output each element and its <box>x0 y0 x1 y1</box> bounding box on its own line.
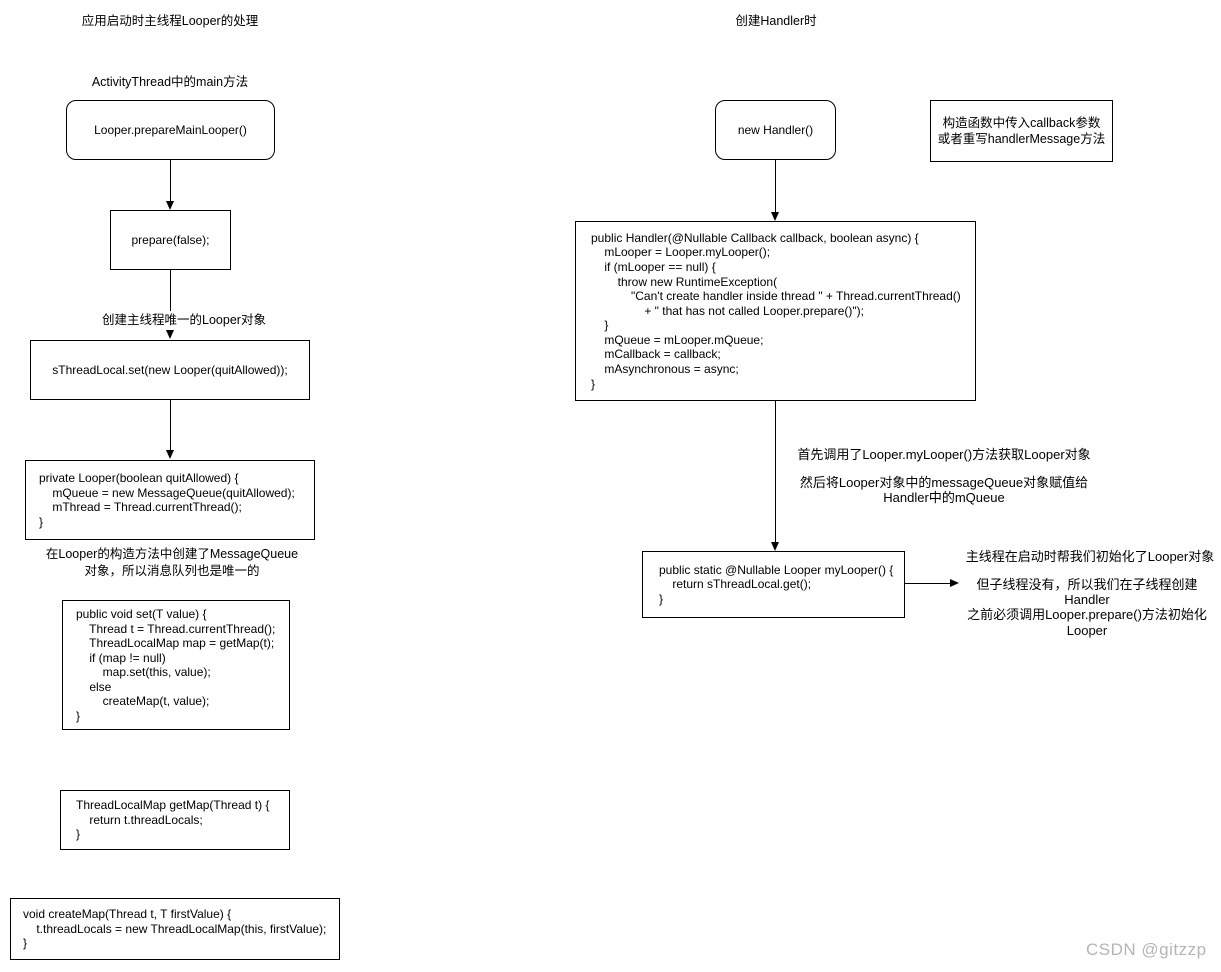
main-thread-init-note: 主线程在启动时帮我们初始化了Looper对象 <box>965 549 1215 564</box>
arrow-line-mylooper <box>775 401 776 542</box>
arrow-head-child-thread <box>950 579 959 587</box>
child-thread-note: 但子线程没有，所以我们在子线程创建Handler 之前必须调用Looper.pr… <box>967 577 1207 638</box>
arrow-head-mylooper <box>771 542 779 551</box>
arrow-line-child-thread <box>905 583 950 584</box>
arrow-line-create-looper <box>170 270 171 311</box>
createmap-code-box: void createMap(Thread t, T firstValue) {… <box>10 898 340 960</box>
arrow-line-prepare <box>170 160 171 202</box>
callback-note-box: 构造函数中传入callback参数 或者重写handlerMessage方法 <box>930 100 1113 162</box>
arrow-head-prepare <box>166 201 174 210</box>
arrow-line-looper-ctor <box>170 400 171 450</box>
arrow-line-handler-ctor <box>775 160 776 212</box>
arrow-head-handler-ctor <box>771 212 779 221</box>
create-looper-arrow-label: 创建主线程唯一的Looper对象 <box>34 312 334 329</box>
csdn-watermark: CSDN @gitzzp <box>1086 940 1207 959</box>
threadlocal-set-code-box: public void set(T value) { Thread t = Th… <box>62 600 290 730</box>
new-handler-box: new Handler() <box>715 100 836 160</box>
left-flow-title: 应用启动时主线程Looper的处理 <box>81 14 259 28</box>
arrow-head-looper-ctor <box>166 450 174 459</box>
getmap-code-box: ThreadLocalMap getMap(Thread t) { return… <box>60 790 290 850</box>
messagequeue-unique-note: 在Looper的构造方法中创建了MessageQueue 对象，所以消息队列也是… <box>45 547 299 578</box>
handler-constructor-code-box: public Handler(@Nullable Callback callba… <box>575 221 976 401</box>
mylooper-first-note: 首先调用了Looper.myLooper()方法获取Looper对象 <box>797 447 1091 462</box>
prepare-false-box: prepare(false); <box>110 210 231 270</box>
mylooper-code-box: public static @Nullable Looper myLooper(… <box>642 551 905 618</box>
prepare-main-looper-box: Looper.prepareMainLooper() <box>66 100 275 160</box>
right-flow-title: 创建Handler时 <box>735 14 817 28</box>
arrow-head-create-looper <box>166 330 174 339</box>
sthreadlocal-set-box: sThreadLocal.set(new Looper(quitAllowed)… <box>30 340 310 400</box>
looper-constructor-code-box: private Looper(boolean quitAllowed) { mQ… <box>25 460 315 540</box>
mylooper-assign-note: 然后将Looper对象中的messageQueue对象赋值给 Handler中的… <box>799 475 1089 506</box>
activity-thread-main-label: ActivityThread中的main方法 <box>91 75 249 89</box>
